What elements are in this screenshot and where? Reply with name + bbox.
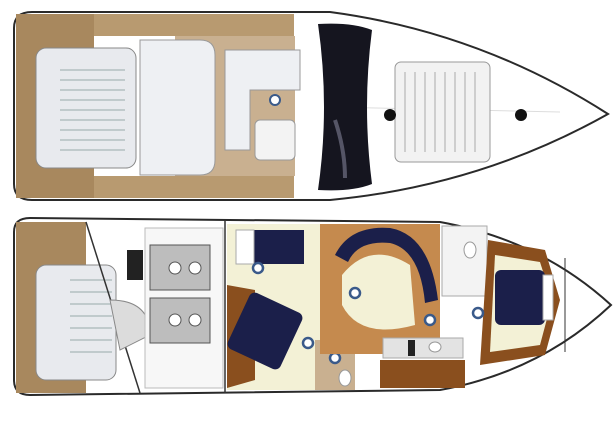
engine-icon [149, 244, 211, 344]
porthole-icon [251, 261, 265, 275]
bed-icon [227, 292, 303, 370]
sunpad [35, 264, 117, 381]
deck-hatch-icon [384, 109, 396, 121]
porthole-icon [269, 94, 281, 106]
wet-bar [254, 119, 296, 161]
porthole-icon [348, 286, 362, 300]
foredeck-sunpad [394, 61, 491, 163]
porthole-icon [301, 336, 315, 350]
toilet-icon [338, 369, 352, 387]
aft-teak-walkway-bottom [94, 176, 294, 198]
porthole-icon [471, 306, 485, 320]
upper-deck-plan [13, 11, 610, 201]
galley-cabinet [380, 360, 465, 388]
lower-deck-plan [13, 216, 613, 397]
aft-teak-walkway-top [94, 14, 294, 36]
porthole-icon [423, 313, 437, 327]
dinette-table [342, 254, 415, 330]
forward-head [441, 225, 488, 297]
porthole-icon [328, 351, 342, 365]
bed-pillow [542, 274, 554, 321]
helm-seat [224, 49, 301, 151]
galley-counter [382, 337, 464, 359]
sunpad [35, 47, 137, 169]
cooktop-icon [408, 340, 415, 356]
cockpit-seating [139, 39, 216, 176]
windshield-highlight [333, 119, 347, 179]
saloon-sofa [335, 227, 438, 303]
hatch-icon [404, 72, 476, 152]
windshield [318, 23, 372, 191]
sink-icon [428, 341, 442, 353]
bed-icon [495, 270, 545, 325]
generator [127, 250, 143, 280]
bed-icon [254, 230, 304, 264]
bed-pillow [235, 229, 255, 265]
bow-hatch-icon [515, 109, 527, 121]
sunpad-slats-icon [60, 69, 125, 151]
toilet-icon [463, 241, 477, 259]
